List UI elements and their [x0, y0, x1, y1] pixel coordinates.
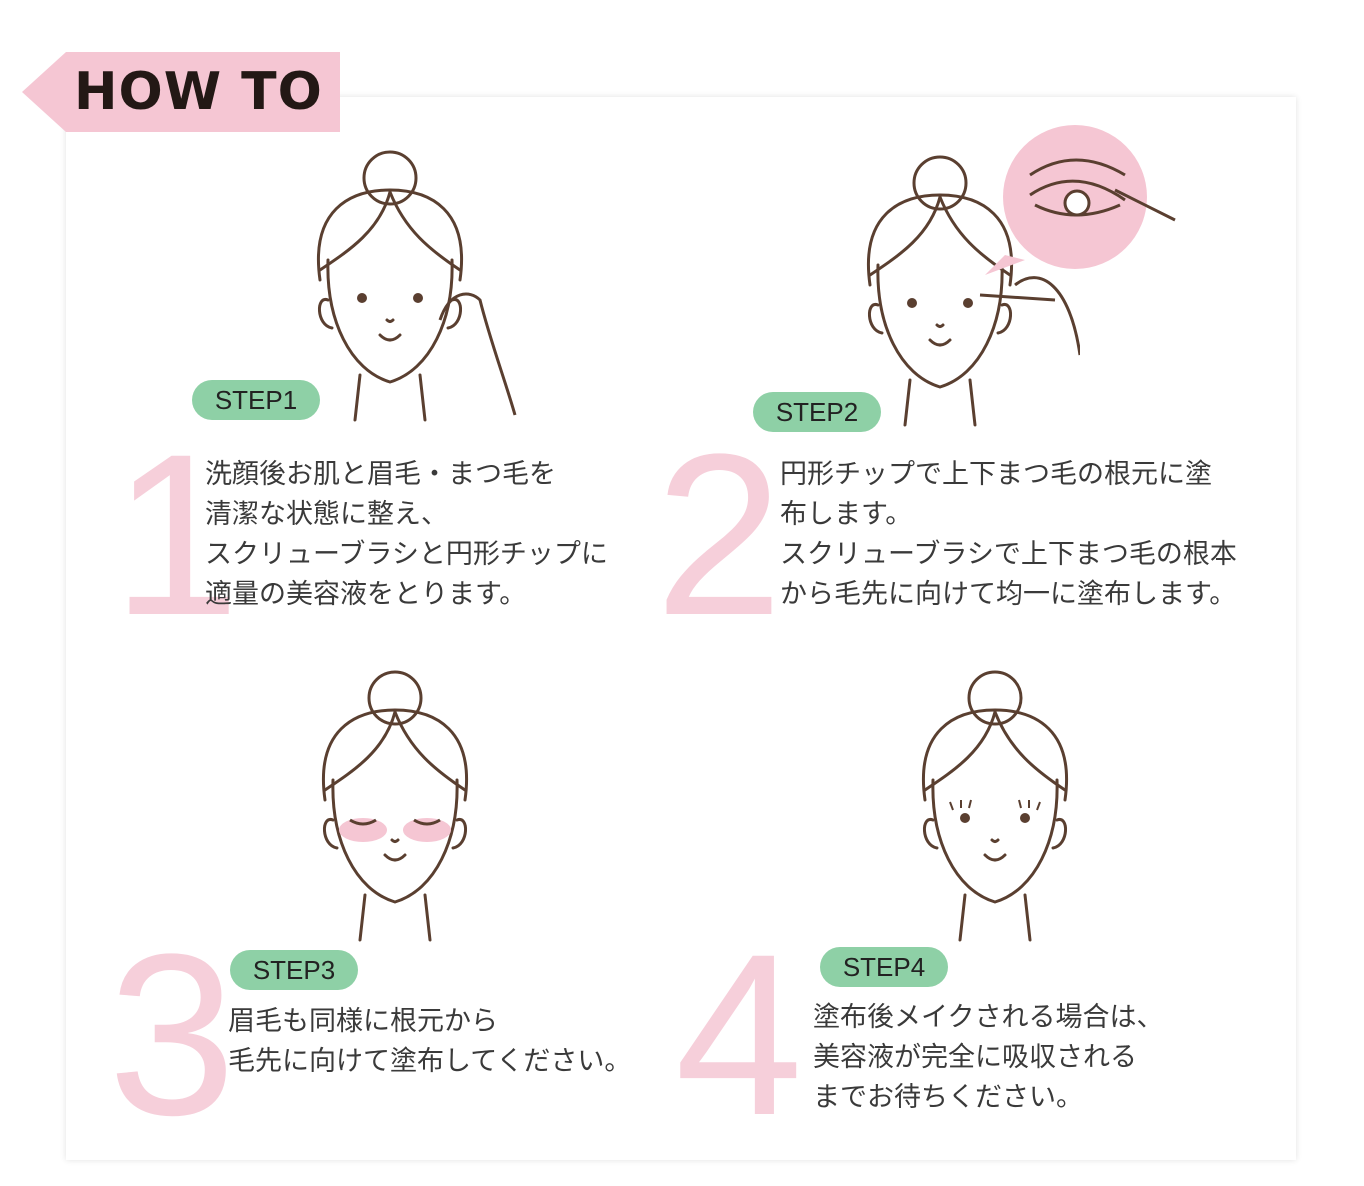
eye-closeup-icon: [985, 125, 1176, 275]
step3-number: 3: [108, 906, 236, 1163]
step1-number: 1: [112, 406, 240, 663]
how-to-banner: HOW TO: [22, 52, 340, 132]
step1-text: 洗顔後お肌と眉毛・まつ毛を 清潔な状態に整え、 スクリューブラシと円形チップに …: [205, 459, 608, 610]
step4-badge: STEP4: [820, 947, 948, 987]
face-illustration-step4: [921, 670, 1069, 942]
face-illustration-step3: [321, 670, 469, 942]
step4-text: 塗布後メイクされる場合は、 美容液が完全に吸収される までお待ちください。: [813, 1002, 1164, 1113]
face-illustration-step2: [866, 155, 1080, 427]
step1-badge: STEP1: [192, 380, 320, 420]
face-illustration-step1: [316, 150, 517, 422]
step2-badge: STEP2: [753, 392, 881, 432]
page-title: HOW TO: [74, 62, 323, 122]
step3-text: 眉毛も同様に根元から 毛先に向けて塗布してください。: [228, 1006, 632, 1077]
step2-number: 2: [655, 406, 783, 663]
step3-badge: STEP3: [230, 950, 358, 990]
step2-text: 円形チップで上下まつ毛の根元に塗 布します。 スクリューブラシで上下まつ毛の根本…: [780, 459, 1237, 610]
step4-number: 4: [675, 906, 803, 1163]
